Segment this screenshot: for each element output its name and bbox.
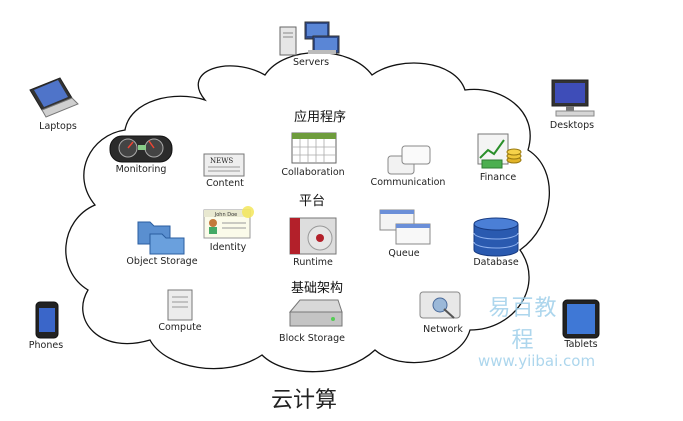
label-queue: Queue xyxy=(388,248,420,259)
block-storage-icon xyxy=(288,299,343,327)
monitoring-icon xyxy=(109,135,173,163)
label-laptops: Laptops xyxy=(39,121,77,132)
collaboration-icon xyxy=(291,132,337,164)
laptop-icon xyxy=(29,77,79,118)
section-platform: 平台 xyxy=(298,194,326,209)
label-collaboration: Collaboration xyxy=(281,167,345,178)
desktop-icon xyxy=(551,79,595,117)
label-identity: Identity xyxy=(209,242,247,253)
svg-text:NEWS: NEWS xyxy=(210,157,233,165)
label-compute: Compute xyxy=(158,322,202,333)
label-content: Content xyxy=(206,178,244,189)
label-block-storage: Block Storage xyxy=(279,333,345,344)
compute-icon xyxy=(167,289,193,321)
identity-icon: John Doe xyxy=(203,206,254,239)
label-communication: Communication xyxy=(370,177,446,188)
finance-icon xyxy=(477,133,522,169)
servers-icon xyxy=(279,21,340,56)
label-network: Network xyxy=(423,324,463,335)
content-icon: NEWS xyxy=(203,153,245,177)
section-applications: 应用程序 xyxy=(293,110,347,125)
diagram-caption: 云计算 xyxy=(270,388,338,413)
communication-icon xyxy=(387,145,431,175)
identity-card-text: John Doe xyxy=(214,212,237,218)
network-icon xyxy=(419,291,461,319)
phone-icon xyxy=(35,301,59,339)
section-infrastructure: 基础架构 xyxy=(290,281,344,296)
queue-icon xyxy=(379,209,431,245)
label-finance: Finance xyxy=(479,172,517,183)
label-tablets: Tablets xyxy=(564,339,598,350)
label-servers: Servers xyxy=(292,57,330,68)
database-icon xyxy=(473,217,519,257)
label-desktops: Desktops xyxy=(549,120,595,131)
label-phones: Phones xyxy=(28,340,64,351)
label-database: Database xyxy=(473,257,519,268)
tablet-icon xyxy=(562,299,600,339)
runtime-icon xyxy=(289,217,337,255)
label-monitoring: Monitoring xyxy=(115,164,167,175)
label-object-storage: Object Storage xyxy=(126,256,198,267)
label-runtime: Runtime xyxy=(293,257,333,268)
object-storage-icon xyxy=(137,221,185,255)
